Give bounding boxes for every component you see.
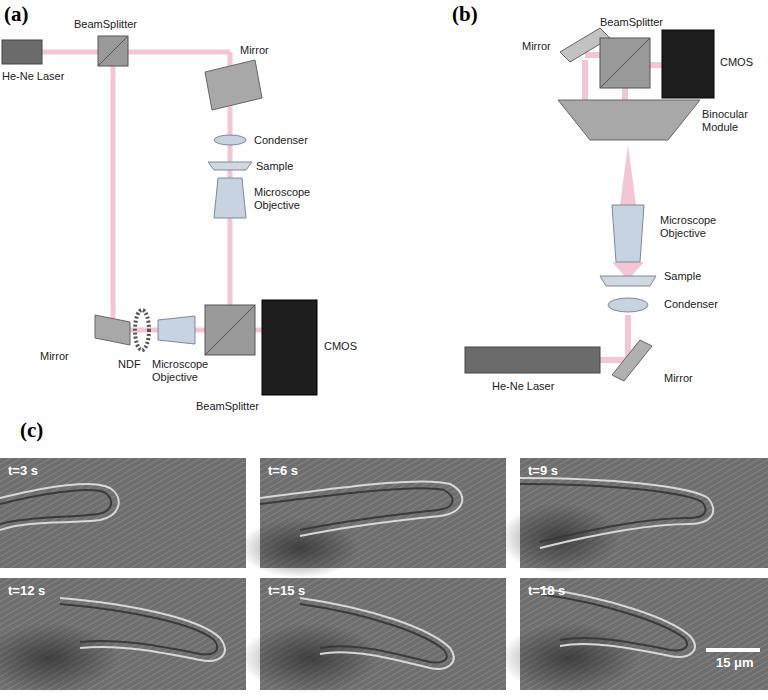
panel-letter: (c) [20, 418, 43, 442]
component-label: Sample [664, 270, 701, 283]
component-label: Condenser [664, 298, 718, 311]
component-label: Binocular Module [702, 108, 764, 133]
component-label: Microscope Objective [254, 186, 334, 211]
time-label: t=12 s [8, 584, 45, 599]
panel-letter: (b) [452, 2, 478, 26]
setup-a [2, 36, 317, 395]
component-label: Mirror [40, 350, 69, 363]
component-label: Condenser [254, 134, 308, 147]
component-label: NDF [118, 358, 141, 371]
component-label: Mirror [240, 44, 269, 57]
time-label: t=9 s [528, 464, 558, 479]
component-label: CMOS [720, 56, 753, 69]
component-label: Microscope Objective [660, 214, 750, 239]
setup-b [465, 28, 714, 381]
component-label: Mirror [522, 40, 551, 53]
time-label: t=15 s [268, 584, 305, 599]
component-label: Microscope Objective [152, 358, 216, 383]
hologram-panels [0, 458, 768, 693]
scale-bar-label: 15 μm [716, 656, 754, 671]
component-label: BeamSplitter [600, 16, 663, 29]
component-label: BeamSplitter [74, 18, 137, 31]
component-label: Mirror [664, 372, 693, 385]
component-label: He-Ne Laser [492, 380, 554, 393]
panel-letter: (a) [4, 2, 29, 26]
component-label: CMOS [324, 340, 357, 353]
time-label: t=3 s [8, 464, 38, 479]
component-label: Sample [256, 160, 293, 173]
component-label: He-Ne Laser [2, 70, 64, 83]
component-label: BeamSplitter [196, 400, 259, 413]
time-label: t=6 s [268, 464, 298, 479]
time-label: t=18 s [528, 584, 565, 599]
